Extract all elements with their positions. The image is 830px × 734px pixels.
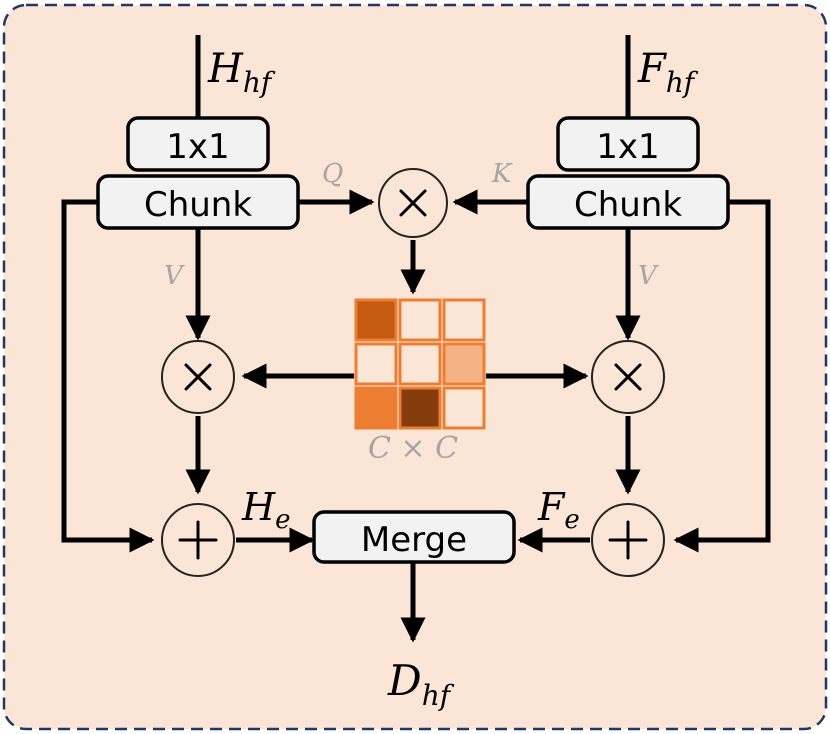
fe-main: F (537, 485, 566, 529)
conv-right-label: 1x1 (596, 127, 659, 167)
v-right-label: V (638, 261, 659, 291)
right-add-icon (591, 503, 665, 577)
merge-label: Merge (361, 520, 467, 560)
left-multiply-icon (161, 340, 235, 414)
matrix-cell-r2-c1 (354, 342, 398, 386)
attention-matrix (354, 298, 486, 430)
matrix-cell-r3-c2 (398, 386, 442, 430)
input-left-label: Hhf (207, 46, 276, 99)
matrix-caption: C × C (368, 431, 458, 466)
output-label: Dhf (387, 656, 455, 712)
output-sub: hf (422, 679, 455, 712)
fe-label: Fe (537, 485, 580, 535)
left-add-icon (161, 503, 235, 577)
conv-left-block: 1x1 (126, 116, 270, 172)
output-main: D (387, 656, 422, 705)
q-label: Q (322, 159, 343, 189)
chunk-left-label: Chunk (144, 185, 252, 225)
conv-right-block: 1x1 (556, 116, 700, 172)
chunk-right-label: Chunk (574, 185, 682, 225)
input-left-main: H (207, 46, 244, 92)
he-label: He (241, 485, 291, 535)
matrix-cell-r1-c3 (442, 298, 486, 342)
qk-multiply-icon (378, 168, 448, 238)
he-main: H (241, 485, 276, 529)
fe-sub: e (564, 505, 579, 535)
chunk-left-block: Chunk (96, 174, 300, 230)
chunk-right-block: Chunk (526, 174, 730, 230)
matrix-cell-r1-c2 (398, 298, 442, 342)
matrix-cell-r2-c2 (398, 342, 442, 386)
left-skip-arrow (61, 199, 155, 553)
k-label: K (491, 159, 513, 189)
v-left-label: V (164, 261, 185, 291)
matrix-cell-r3-c1 (354, 386, 398, 430)
conv-left-label: 1x1 (166, 127, 229, 167)
he-sub: e (275, 505, 290, 535)
input-right-sub: hf (666, 66, 699, 99)
matrix-cell-r3-c3 (442, 386, 486, 430)
right-skip-arrow (673, 199, 771, 553)
input-left-sub: hf (243, 66, 276, 99)
input-right-main: F (637, 46, 667, 92)
matrix-cell-r2-c3 (442, 342, 486, 386)
right-multiply-icon (591, 340, 665, 414)
matrix-cell-r1-c1 (354, 298, 398, 342)
input-right-label: Fhf (637, 46, 699, 99)
merge-block: Merge (312, 510, 516, 564)
